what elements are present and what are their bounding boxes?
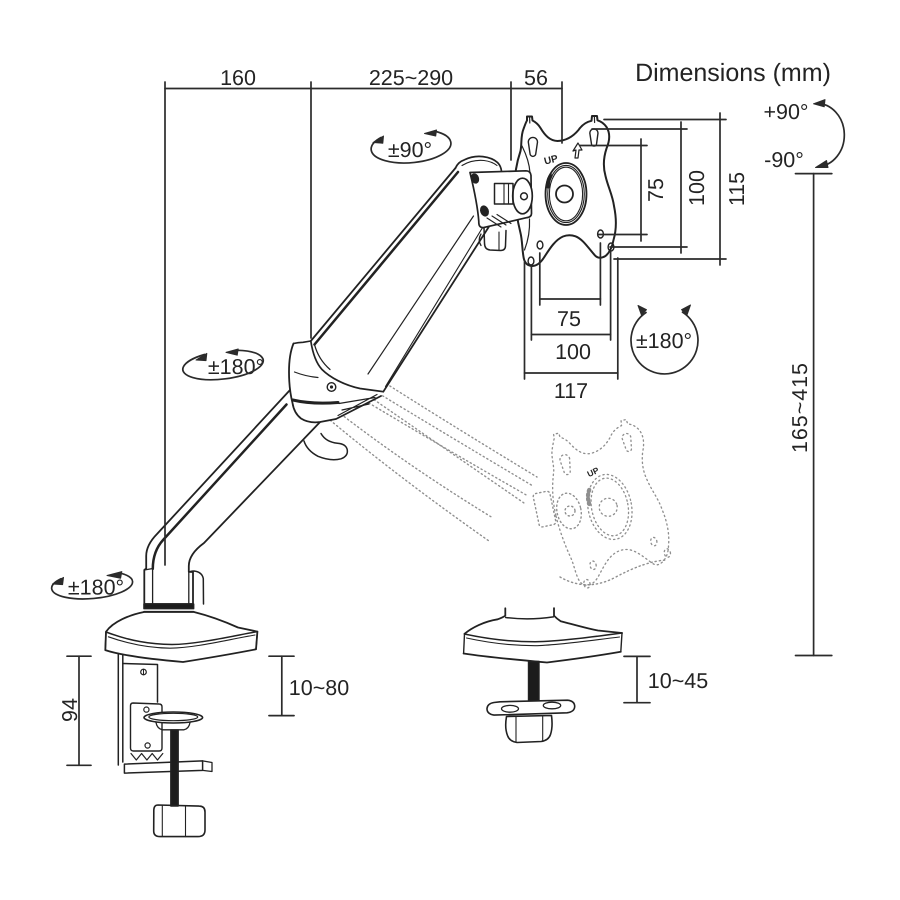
svg-text:56: 56 xyxy=(524,66,548,90)
svg-text:115: 115 xyxy=(725,172,749,206)
svg-text:165~415: 165~415 xyxy=(788,363,812,453)
svg-text:75: 75 xyxy=(557,307,581,331)
svg-text:+90°: +90° xyxy=(763,100,808,124)
svg-text:94: 94 xyxy=(58,698,82,722)
svg-text:±180°: ±180° xyxy=(636,329,692,353)
svg-text:225~290: 225~290 xyxy=(369,66,453,90)
svg-text:10~80: 10~80 xyxy=(289,676,349,700)
svg-text:UP: UP xyxy=(543,153,559,167)
svg-text:-90°: -90° xyxy=(764,148,804,172)
svg-text:Dimensions (mm): Dimensions (mm) xyxy=(635,59,831,87)
svg-text:160: 160 xyxy=(220,66,256,90)
svg-text:±180°: ±180° xyxy=(208,355,264,379)
svg-text:117: 117 xyxy=(554,379,588,403)
svg-text:±90°: ±90° xyxy=(388,138,432,162)
svg-text:100: 100 xyxy=(685,170,709,206)
svg-text:UP: UP xyxy=(586,465,601,479)
svg-text:±180°: ±180° xyxy=(68,576,124,600)
svg-text:10~45: 10~45 xyxy=(648,669,708,693)
svg-text:75: 75 xyxy=(644,178,668,202)
svg-text:100: 100 xyxy=(555,340,591,364)
